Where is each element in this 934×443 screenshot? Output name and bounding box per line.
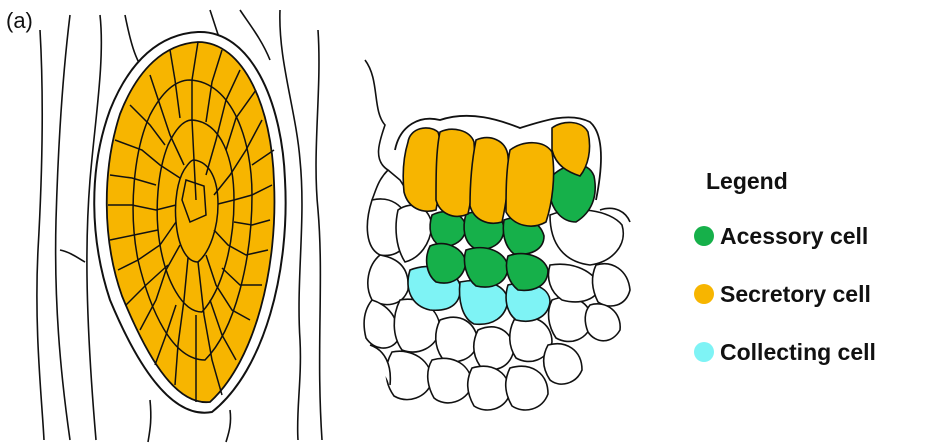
secretory-gland-surface-view <box>94 32 285 413</box>
legend-item-accessory: Acessory cell <box>694 223 876 249</box>
legend-label: Secretory cell <box>720 281 871 308</box>
legend-item-collecting: Collecting cell <box>694 339 876 365</box>
legend-item-secretory: Secretory cell <box>694 281 876 307</box>
accessory-swatch-icon <box>694 226 714 246</box>
collecting-swatch-icon <box>694 342 714 362</box>
secretory-gland-section-view <box>364 60 630 410</box>
legend-label: Acessory cell <box>720 223 868 250</box>
secretory-swatch-icon <box>694 284 714 304</box>
legend: Legend Acessory cell Secretory cell Coll… <box>694 168 876 397</box>
legend-title: Legend <box>706 168 876 195</box>
legend-label: Collecting cell <box>720 339 876 366</box>
